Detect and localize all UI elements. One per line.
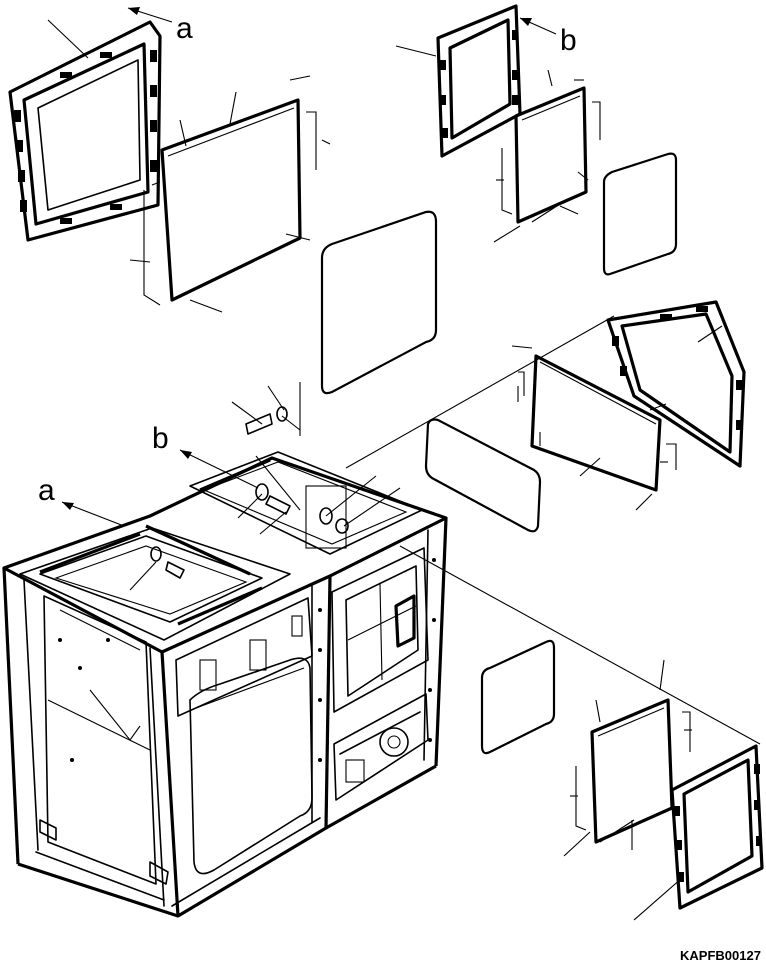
bottom-right-loose-glass xyxy=(480,639,556,755)
callout-a-left-label: a xyxy=(38,474,55,507)
callout-b-left: b xyxy=(152,422,259,489)
callout-b-top-label: b xyxy=(560,24,577,57)
top-left-glass-panel xyxy=(129,75,331,313)
rear-seal-frame xyxy=(606,300,746,468)
top-right-loose-glass xyxy=(602,152,678,276)
top-right-seal-frame xyxy=(395,4,522,158)
cab-frame xyxy=(2,451,448,918)
assembly-leader-lines xyxy=(299,315,761,745)
callout-b-left-label: b xyxy=(152,422,169,455)
bottom-right-glass-panel xyxy=(563,659,692,857)
drawing-code: KAPFB00127 xyxy=(680,948,761,963)
top-right-glass-panel xyxy=(493,69,601,243)
callout-a-top-label: a xyxy=(176,12,193,45)
callout-a-top: a xyxy=(127,7,193,45)
rear-loose-glass xyxy=(424,418,542,533)
bolt-set-center xyxy=(129,475,401,591)
top-left-seal-frame xyxy=(8,19,162,242)
bolt-set-top xyxy=(231,385,301,511)
center-loose-glass xyxy=(320,210,438,395)
bottom-right-seal-frame xyxy=(633,744,764,921)
rear-glass-panel xyxy=(511,345,677,511)
callout-b-top: b xyxy=(519,17,577,57)
callout-a-left: a xyxy=(38,474,125,527)
